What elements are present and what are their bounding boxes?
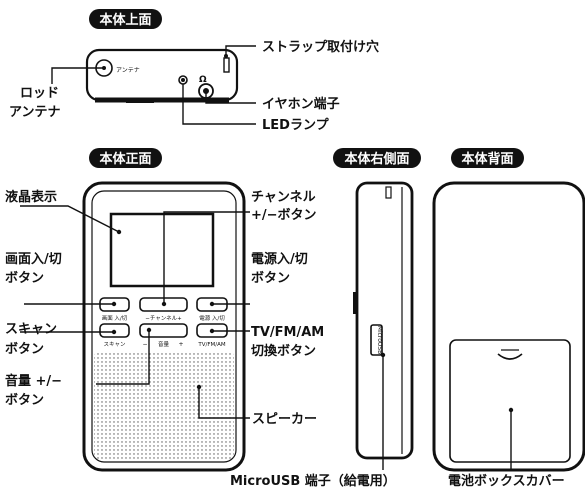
- svg-text:本体上面: 本体上面: [99, 12, 151, 28]
- label-strap-hole: ストラップ取付け穴: [262, 39, 379, 55]
- svg-text:電源 入/切: 電源 入/切: [199, 314, 225, 322]
- label-scan-1: スキャン: [5, 322, 57, 337]
- label-display: 液晶表示: [5, 189, 57, 205]
- label-battery-cover: 電池ボックスカバー: [448, 473, 565, 489]
- svg-text:−: −: [142, 341, 147, 348]
- label-channel-1: チャンネル: [251, 190, 316, 205]
- top-view: [85, 48, 239, 103]
- header-front: 本体正面: [89, 148, 162, 168]
- strap-hole-icon: [223, 57, 230, 73]
- svg-text:音量: 音量: [158, 340, 170, 348]
- svg-text:−チャンネル+: −チャンネル+: [145, 315, 182, 322]
- antenna-marking: アンテナ: [116, 67, 140, 74]
- front-leaders: [20, 205, 250, 419]
- header-right-side: 本体右側面: [333, 148, 421, 168]
- front-buttons-row2: [99, 323, 228, 338]
- header-back: 本体背面: [451, 148, 524, 168]
- label-channel-2: +/−ボタン: [251, 207, 317, 223]
- label-scan-2: ボタン: [5, 341, 44, 357]
- label-power-1: 電源入/切: [251, 251, 308, 267]
- label-power-2: ボタン: [251, 270, 290, 286]
- label-rod-antenna-2: アンテナ: [9, 105, 60, 120]
- cover-notch-icon: [497, 353, 523, 360]
- right-side-view: [353, 181, 414, 460]
- volume-button: [139, 323, 188, 338]
- microusb-port: [370, 324, 383, 356]
- label-speaker: スピーカー: [252, 412, 317, 427]
- back-view: [432, 181, 585, 472]
- headphone-icon: Ω: [199, 75, 207, 85]
- label-screen-2: ボタン: [5, 270, 44, 286]
- header-top: 本体上面: [89, 9, 162, 29]
- label-screen-1: 画面入/切: [5, 252, 62, 267]
- svg-text:本体正面: 本体正面: [99, 151, 151, 167]
- lcd-display: [109, 212, 215, 288]
- top-leaders: [51, 45, 256, 125]
- label-led-lamp: LEDランプ: [262, 118, 330, 133]
- svg-text:本体右側面: 本体右側面: [344, 151, 409, 167]
- speaker-grille: [94, 352, 234, 460]
- side-port-marking: MicroUSB: [376, 326, 383, 354]
- svg-text:スキャン: スキャン: [103, 341, 126, 348]
- label-earphone-jack: イヤホン端子: [262, 96, 340, 112]
- svg-text:TV/FM/AM: TV/FM/AM: [197, 342, 225, 348]
- label-band-1: TV/FM/AM: [251, 325, 324, 340]
- label-volume-2: ボタン: [5, 392, 44, 408]
- svg-text:+: +: [178, 341, 183, 348]
- label-rod-antenna-1: ロッド: [20, 86, 59, 101]
- svg-text:画面 入/切: 画面 入/切: [102, 315, 128, 322]
- svg-text:本体背面: 本体背面: [461, 151, 513, 167]
- label-band-2: 切換ボタン: [251, 343, 316, 359]
- battery-cover: [449, 339, 571, 463]
- label-microusb: MicroUSB 端子（給電用）: [230, 473, 396, 489]
- label-volume-1: 音量 +/−: [5, 373, 62, 389]
